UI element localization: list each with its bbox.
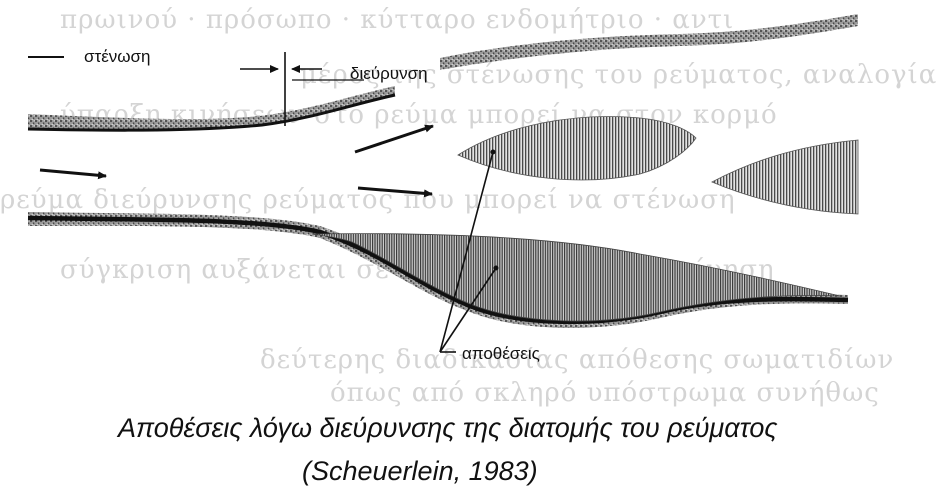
narrowing-label: στένωση — [84, 47, 151, 67]
flow-arrow-upper — [355, 126, 433, 152]
flow-arrow-inlet — [40, 170, 106, 176]
deposits-label: αποθέσεις — [462, 344, 540, 364]
figure-caption-line2: (Scheuerlein, 1983) — [302, 456, 538, 487]
flow-arrow-middle — [358, 188, 432, 194]
upper-bank-right — [440, 14, 858, 70]
deposit-right — [712, 140, 858, 214]
widening-label: διεύρυνση — [350, 64, 428, 84]
upper-bank-left — [28, 86, 395, 131]
flow-arrows — [40, 126, 433, 194]
deposit-lower-bank — [312, 234, 840, 321]
figure-caption-line1: Αποθέσεις λόγω διεύρυνσης της διατομής τ… — [118, 413, 777, 444]
deposit-mid-channel — [458, 117, 696, 180]
